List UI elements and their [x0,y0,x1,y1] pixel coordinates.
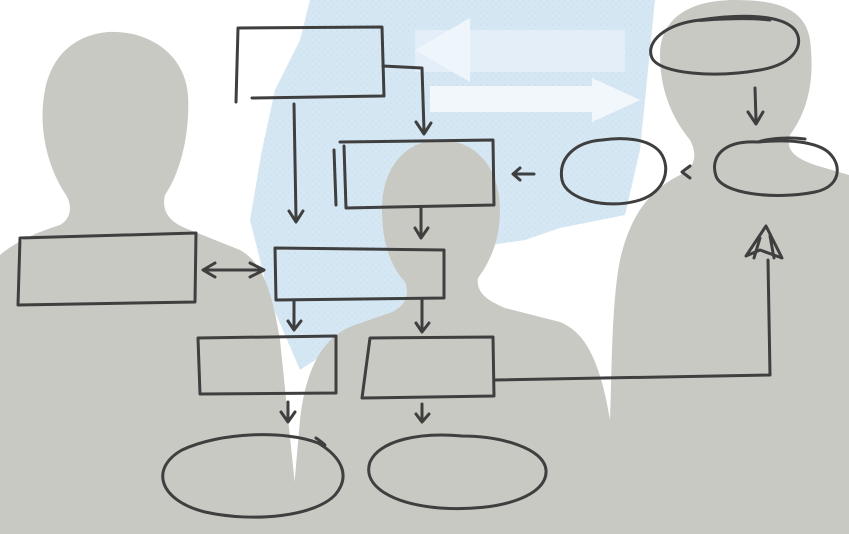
silhouette-person-left [0,32,300,534]
connector-top-oval-to-mid-oval [755,88,756,120]
projection-arrow-band-bottom [430,86,600,112]
connector-top-to-center [294,104,296,218]
